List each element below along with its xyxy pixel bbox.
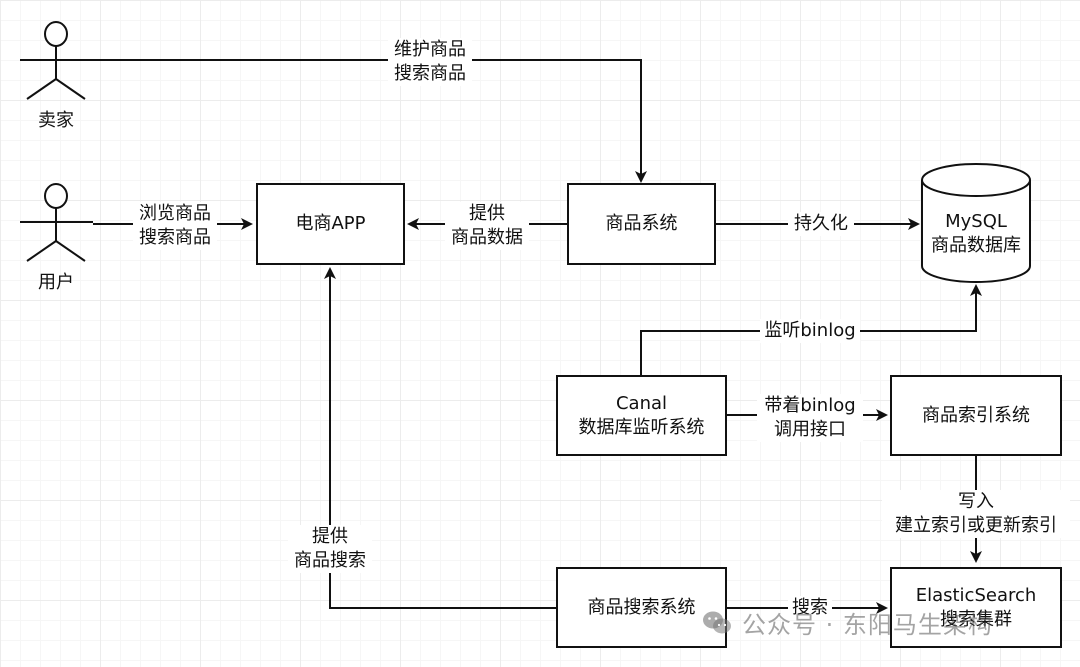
edge-label-seller-to-product-system: 维护商品 搜索商品 (388, 38, 472, 86)
elasticsearch-node: ElasticSearch 搜索集群 (890, 567, 1062, 648)
elasticsearch-sublabel: 搜索集群 (940, 608, 1012, 630)
watermark: 公众号 · 东阳马生架构 (702, 605, 993, 640)
product-system-node: 商品系统 (567, 183, 716, 265)
edge-label-canal-to-mysql: 监听binlog (760, 319, 860, 343)
product-index-system-label: 商品索引系统 (922, 404, 1030, 426)
edge-label-canal-to-index-system: 带着binlog 调用接口 (757, 394, 863, 442)
product-index-system-node: 商品索引系统 (890, 375, 1062, 456)
edge-search-system-to-app (324, 267, 556, 609)
canal-label: Canal (615, 392, 668, 414)
edge-label-search-system-to-app: 提供 商品搜索 (288, 525, 372, 573)
watermark-text: 公众号 · 东阳马生架构 (742, 611, 993, 639)
mysql-sublabel: 商品数据库 (931, 235, 1021, 256)
product-search-system-node: 商品搜索系统 (556, 567, 727, 648)
edge-seller-to-product-system (93, 59, 647, 183)
ecommerce-app-label: 电商APP (295, 213, 366, 234)
edge-label-product-system-to-app: 提供 商品数据 (445, 202, 529, 250)
user-actor-icon (20, 183, 93, 262)
edge-label-user-to-app: 浏览商品 搜索商品 (133, 202, 217, 250)
edge-label-product-system-to-mysql: 持久化 (788, 212, 854, 236)
user-label: 用户 (38, 272, 74, 293)
edge-label-search-system-to-es: 搜索 (788, 596, 832, 620)
mysql-node-text: MySQL 商品数据库 (922, 210, 1030, 258)
product-search-system-label: 商品搜索系统 (587, 596, 696, 618)
seller-label: 卖家 (38, 110, 74, 131)
mysql-cylinder-icon (921, 163, 1031, 283)
ecommerce-app-node: 电商APP (256, 183, 405, 265)
wechat-icon (703, 611, 731, 633)
canal-node: Canal 数据库监听系统 (556, 375, 727, 456)
mysql-label: MySQL (945, 211, 1007, 232)
elasticsearch-label: ElasticSearch (915, 584, 1037, 606)
product-system-label: 商品系统 (605, 213, 678, 234)
seller-actor-icon (20, 21, 93, 100)
canal-sublabel: 数据库监听系统 (578, 416, 705, 438)
edge-label-index-system-to-es: 写入 建立索引或更新索引 (882, 490, 1070, 538)
